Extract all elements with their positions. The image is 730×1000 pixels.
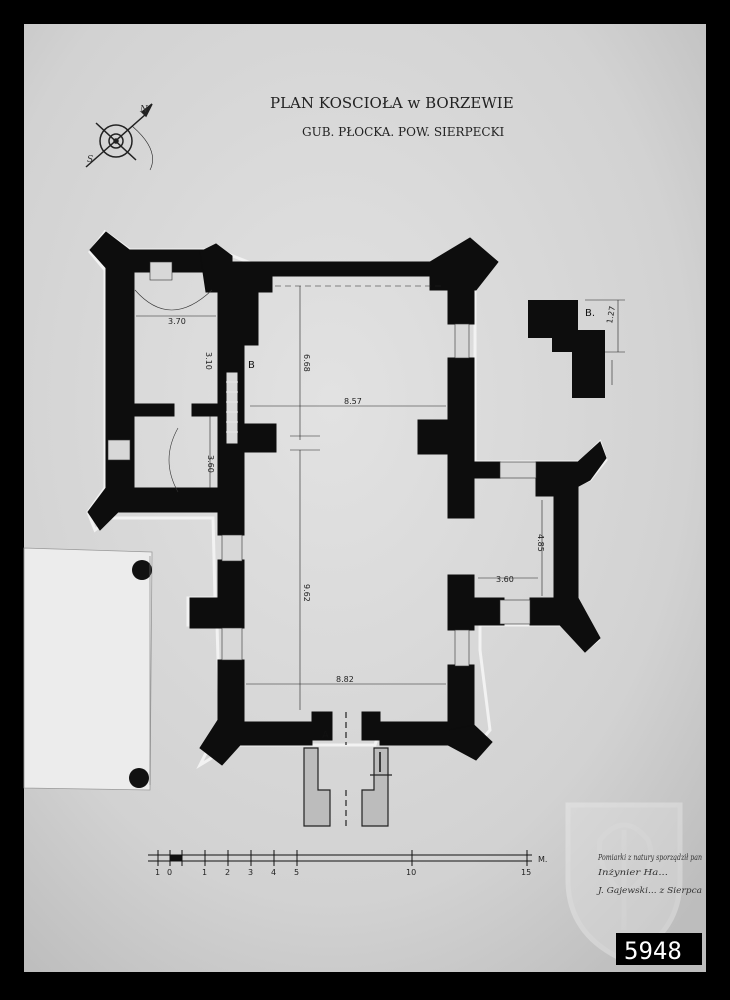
scale-tick-label: 15	[521, 868, 531, 877]
scale-tick-label: 5	[294, 868, 299, 877]
scale-tick-label: 10	[406, 868, 416, 877]
scale-tick-label: 4	[271, 868, 276, 877]
compass-north-label: N	[139, 105, 149, 115]
scale-bar	[148, 850, 532, 866]
dim-nave-width-lower: 8.82	[336, 675, 354, 684]
note-line-1: Pomiarki z natury sporządził pan	[597, 853, 702, 862]
scale-ticks: 1 0 1 2 3 4 5 10 15 M.	[155, 855, 547, 877]
dim-left-upper-width: 3.70	[168, 317, 186, 326]
church-walls	[86, 229, 608, 769]
dim-right-annex-width: 3.60	[496, 575, 514, 584]
dim-nave-width-upper: 8.57	[344, 397, 362, 406]
dim-left-stair-gap: 3.10	[204, 352, 213, 370]
pin-icon	[129, 768, 149, 788]
porch	[303, 712, 392, 827]
door-swings	[134, 289, 213, 493]
dim-nave-lower-height: 9.62	[302, 584, 311, 602]
plate-number: 5948	[624, 937, 682, 965]
note-line-3: J. Gajewski... z Sierpca	[596, 886, 703, 895]
scale-tick-label: 1	[155, 868, 160, 877]
dim-nave-upper-height: 6.68	[302, 354, 311, 372]
dim-right-annex-height: 4.85	[536, 534, 545, 552]
detail-b-section	[528, 299, 625, 398]
folded-flap	[23, 547, 153, 791]
dimension-lines	[136, 285, 543, 710]
compass-south-label: S	[87, 155, 93, 165]
section-b-label: B	[248, 360, 255, 371]
compass-icon	[85, 103, 153, 171]
window-openings	[107, 261, 537, 667]
staircase	[225, 371, 239, 445]
scale-tick-label: 3	[248, 868, 253, 877]
note-line-2: Inżynier Ha...	[597, 868, 668, 877]
section-a-label: A	[322, 730, 329, 741]
scale-tick-label: 0	[167, 868, 172, 877]
plan-subtitle: GUB. PŁOCKA. POW. SIERPECKI	[302, 125, 505, 139]
detail-b-label: B.	[585, 308, 595, 319]
scale-tick-label: 2	[225, 868, 230, 877]
plate-number-box: 5948	[616, 933, 702, 965]
pin-icon	[132, 560, 152, 580]
dim-left-lower-height: 3.60	[206, 455, 215, 473]
scale-tick-label: 1	[202, 868, 207, 877]
scale-unit-label: M.	[538, 855, 547, 864]
dim-detail-height: 1.27	[605, 305, 617, 324]
plan-title: PLAN KOSCIOŁA w BORZEWIE	[270, 94, 514, 112]
handwritten-note: Pomiarki z natury sporządził pan Inżynie…	[596, 853, 703, 895]
